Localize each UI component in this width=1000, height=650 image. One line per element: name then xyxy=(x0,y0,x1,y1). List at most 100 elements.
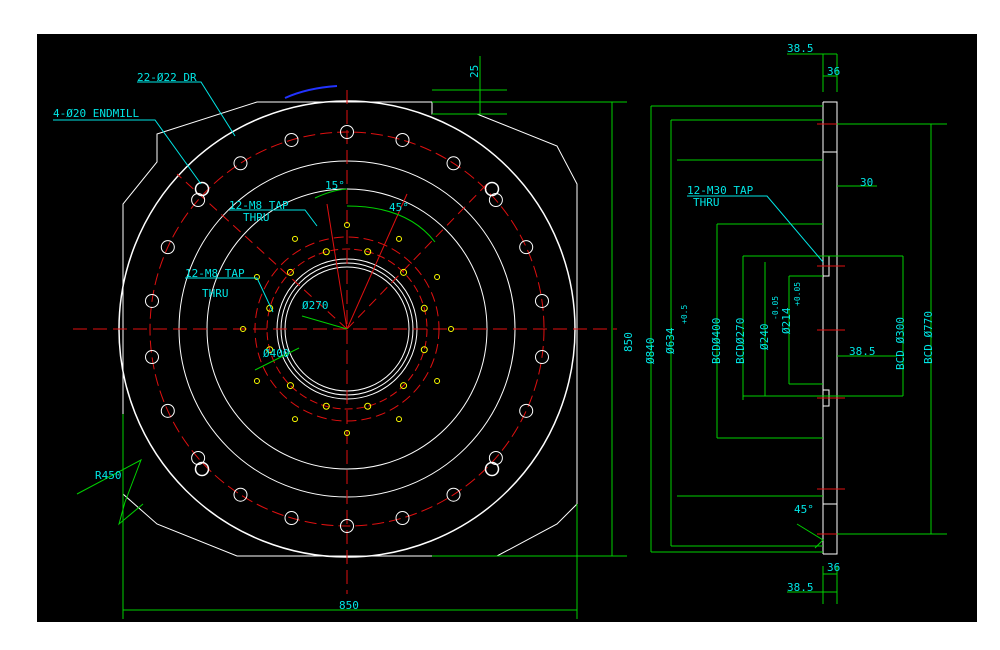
dim-angle-45: 45° xyxy=(389,201,409,214)
dim-radius-leader xyxy=(76,458,144,526)
outer-hole xyxy=(395,132,410,147)
outer-hole xyxy=(284,511,299,526)
dim-bcd400: BCDØ400 xyxy=(710,317,723,364)
tapped-hole-inner xyxy=(420,346,428,354)
side-label-tap-thru: THRU xyxy=(693,196,720,209)
label-tap-outer: 12-M8 TAP xyxy=(229,199,289,212)
flange-top xyxy=(822,101,838,256)
dim-bot-36: 36 xyxy=(827,561,841,574)
tapped-hole-outer xyxy=(434,378,441,384)
label-endmill: 4-Ø20 ENDMILL xyxy=(53,107,140,120)
radial-line-15 xyxy=(326,203,348,330)
outer-hole xyxy=(233,487,248,502)
endmill-hole xyxy=(194,461,210,477)
leader-tap-inner xyxy=(185,277,274,313)
tapped-hole-outer xyxy=(253,378,260,384)
outer-hole xyxy=(534,293,549,308)
dim-top-38-5: 38.5 xyxy=(787,42,814,55)
outer-hole xyxy=(519,403,534,418)
dim-top-36: 36 xyxy=(827,65,841,78)
cad-drawing-svg xyxy=(53,53,947,619)
cad-drawing-canvas: 22-Ø22 DR 4-Ø20 ENDMILL 12-M8 TAP THRU 1… xyxy=(37,34,977,622)
dim-bcd770: BCD Ø770 xyxy=(922,311,935,364)
dim-angle-45-arc xyxy=(346,205,436,243)
tapped-hole-inner xyxy=(286,382,294,390)
tapped-hole-inner xyxy=(322,248,330,256)
tapped-hole-outer xyxy=(448,326,454,332)
endmill-hole xyxy=(484,181,500,197)
dim-30: 30 xyxy=(860,176,874,189)
tapped-hole-outer xyxy=(396,416,402,423)
outer-hole xyxy=(519,240,534,255)
tapped-hole-inner xyxy=(286,268,294,276)
outer-hole xyxy=(145,293,160,308)
tapped-hole-inner xyxy=(364,402,372,410)
dim-d240: Ø240 xyxy=(758,323,771,351)
dim-d214: Ø214 xyxy=(780,307,793,335)
label-tap-inner-thru: THRU xyxy=(202,287,229,300)
dim-bcd-270-leader xyxy=(301,315,348,330)
outer-hole xyxy=(340,519,354,533)
endmill-hole xyxy=(194,181,210,197)
label-tap-outer-thru: THRU xyxy=(243,211,270,224)
outer-hole xyxy=(446,487,461,502)
tapped-hole-inner xyxy=(400,268,408,276)
outer-hole xyxy=(233,156,248,171)
dim-angle-15-arc xyxy=(314,188,348,199)
side-view xyxy=(650,53,947,604)
outer-hole xyxy=(534,350,549,365)
dim-angle-15: 15° xyxy=(325,179,345,192)
leader-side-tap xyxy=(687,195,824,263)
dim-flat: 25 xyxy=(468,64,481,78)
dim-d634: Ø634 xyxy=(664,327,677,355)
dim-d840: Ø840 xyxy=(644,337,657,365)
side-label-tap: 12-M30 TAP xyxy=(687,184,754,197)
dim-radius: R450 xyxy=(95,469,122,482)
flange-body xyxy=(822,102,838,554)
outer-hole xyxy=(446,156,461,171)
dim-bcd270: BCDØ270 xyxy=(734,317,747,364)
dim-mid-38-5: 38.5 xyxy=(849,345,876,358)
radial-line-nw xyxy=(176,173,348,330)
tapped-hole-inner xyxy=(400,382,408,390)
tapped-hole-outer xyxy=(253,274,260,280)
dim-height: 850 xyxy=(622,332,635,352)
tapped-hole-inner xyxy=(420,304,428,312)
dim-d634-tol: +0.5 xyxy=(680,304,689,324)
tapped-hole-outer xyxy=(292,416,298,423)
dim-chamfer: 45° xyxy=(794,503,814,516)
label-tap-inner: 12-M8 TAP xyxy=(185,267,245,280)
outer-hole xyxy=(284,132,299,147)
tapped-hole-inner xyxy=(364,248,372,256)
tapped-hole-inner xyxy=(322,402,330,410)
label-bolt-holes: 22-Ø22 DR xyxy=(137,71,197,84)
tapped-hole-inner xyxy=(266,346,274,354)
outer-hole xyxy=(340,125,354,139)
tapped-hole-outer xyxy=(292,235,298,242)
dim-bcd-270: Ø270 xyxy=(302,299,329,312)
leader-endmill xyxy=(53,119,202,185)
leader-tap-outer xyxy=(229,209,318,227)
accent-arc xyxy=(284,85,338,99)
dim-d214-tol: +0.05 xyxy=(793,281,802,306)
dim-bcd-400: Ø400 xyxy=(263,347,290,360)
radial-line-45 xyxy=(346,193,408,330)
dim-chamfer-leader xyxy=(796,523,824,549)
outer-hole xyxy=(160,240,175,255)
outer-hole xyxy=(145,350,160,365)
tapped-hole-outer xyxy=(344,430,350,436)
dim-bcd300: BCD Ø300 xyxy=(894,317,907,370)
front-view xyxy=(53,56,627,619)
tapped-hole-outer xyxy=(344,222,350,228)
endmill-hole xyxy=(484,461,500,477)
outer-hole xyxy=(395,511,410,526)
tapped-hole-outer xyxy=(396,235,402,242)
flange-bottom xyxy=(823,503,838,555)
radial-line-ne xyxy=(346,183,488,330)
leader-bolt-holes xyxy=(137,81,236,137)
dim-width: 850 xyxy=(339,599,359,612)
tapped-hole-outer xyxy=(434,274,441,280)
tapped-hole-outer xyxy=(240,326,246,332)
dim-bcd-400-leader xyxy=(254,347,300,371)
dim-bot-38-5: 38.5 xyxy=(787,581,814,594)
